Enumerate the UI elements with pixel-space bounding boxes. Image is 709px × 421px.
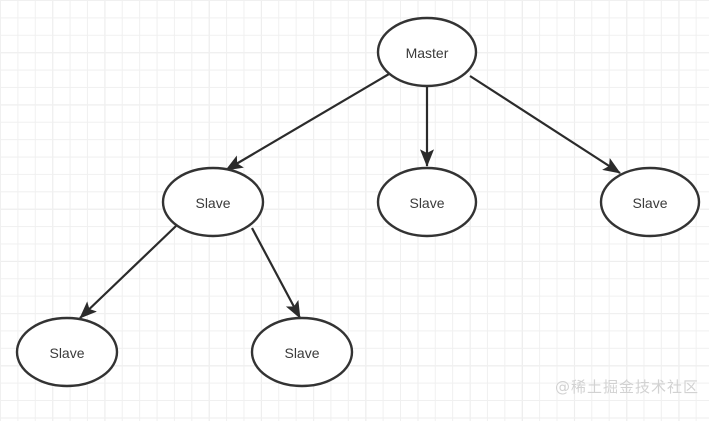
node-slave-l2-right[interactable]: Slave [599,166,701,238]
node-slave-l2-middle[interactable]: Slave [376,166,478,238]
edges-layer [79,73,621,319]
node-label-slave-l2-left: Slave [195,195,230,211]
node-shape-master[interactable] [376,16,478,88]
edge-master-to-slave-l2-right [469,75,621,174]
node-slave-l3-left[interactable]: Slave [15,316,119,388]
node-label-slave-l2-middle: Slave [409,195,444,211]
node-label-master: Master [406,45,449,61]
watermark-text: @稀土掘金技术社区 [554,378,699,396]
edge-master-to-slave-l2-left [225,73,390,171]
node-label-slave-l3-right: Slave [284,345,319,361]
node-shape-slave-l2-middle[interactable] [376,166,478,238]
node-slave-l2-left[interactable]: Slave [161,166,265,238]
edge-slave-l2-left-to-slave-l3-right [251,227,301,319]
node-master[interactable]: Master [376,16,478,88]
node-shape-slave-l2-left[interactable] [161,166,265,238]
node-label-slave-l3-left: Slave [49,345,84,361]
node-label-slave-l2-right: Slave [632,195,667,211]
node-slave-l3-right[interactable]: Slave [250,316,354,388]
node-shape-slave-l3-right[interactable] [250,316,354,388]
node-shape-slave-l3-left[interactable] [15,316,119,388]
edge-slave-l2-left-to-slave-l3-left [79,225,177,319]
node-shape-slave-l2-right[interactable] [599,166,701,238]
